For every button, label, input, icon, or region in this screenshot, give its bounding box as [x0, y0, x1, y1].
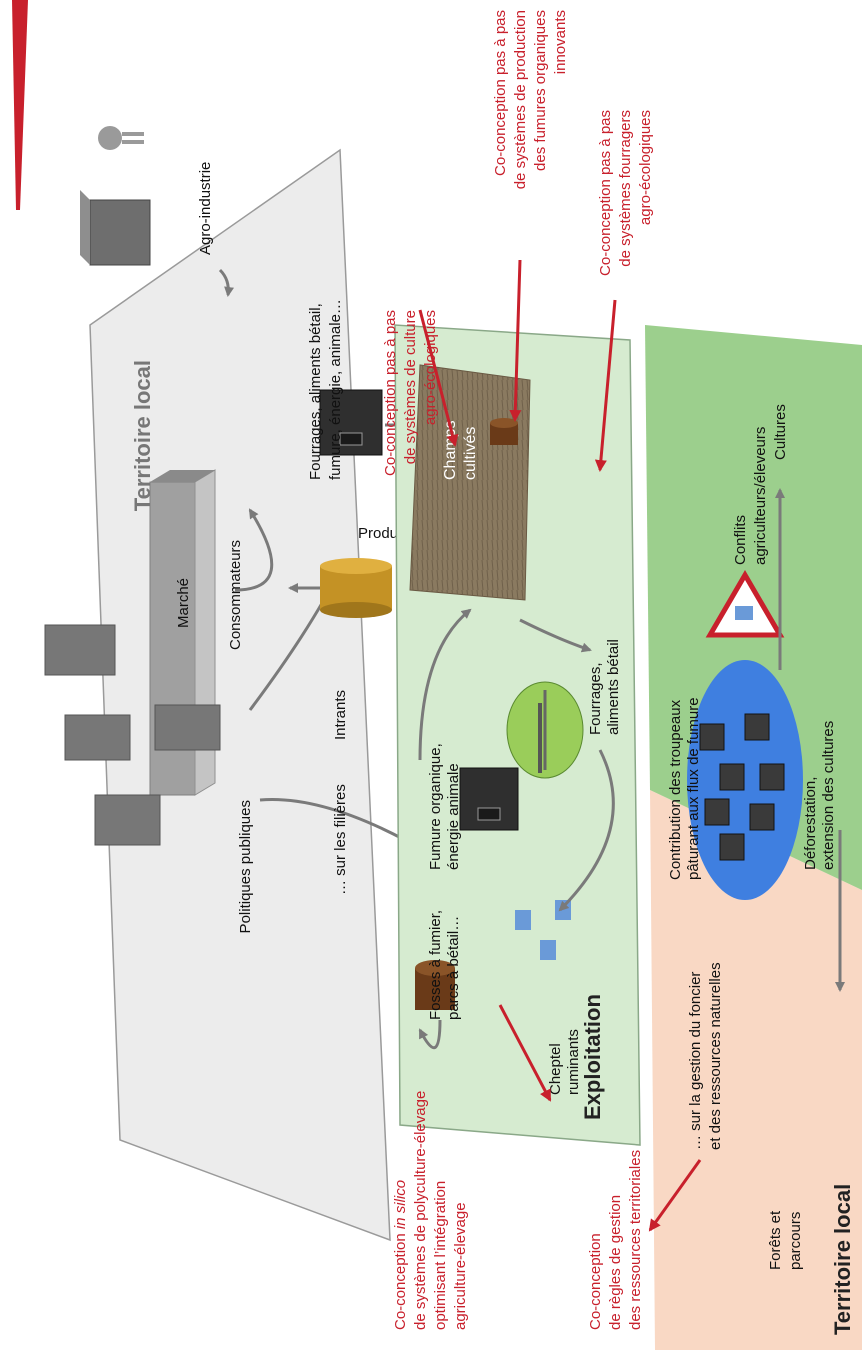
conflits-line1: Conflits: [732, 515, 749, 565]
deforestation-line2: extension des cultures: [820, 721, 837, 870]
coconception-fumures-line1: Co-conception pas à pas: [492, 10, 509, 176]
deforestation-line1: Déforestation,: [802, 777, 819, 870]
coconception-culture-line2: de systèmes de culture: [402, 310, 419, 464]
fumure-line2: énergie animale: [445, 763, 462, 870]
arrow-fosses-loop: [418, 1019, 442, 1050]
coconception-culture-line1: Co-conception pas à pas: [382, 310, 399, 476]
silo-post-2: [122, 132, 144, 136]
forets-line1: Forêts et: [767, 1210, 784, 1270]
coconception-fumures-line3: des fumures organiques: [532, 10, 549, 171]
fumure-box: [459, 767, 519, 831]
arrow-red-fumures: [509, 259, 522, 422]
coconception-regles-line3: des ressources territoriales: [627, 1150, 644, 1330]
marche-block-side: [150, 470, 215, 482]
fourrages-echange-line1: Fourrages, aliments bétail,: [307, 303, 324, 480]
filieres-label: … sur les filières: [332, 784, 349, 895]
arrow-fumure-to-champs: [418, 608, 472, 761]
fumure-line1: Fumure organique,: [427, 743, 444, 870]
consommateur-houses: [44, 624, 221, 846]
agro-industrie-chimney: [12, 0, 28, 210]
conflit-warning-icon: [705, 570, 785, 638]
fourrages-line2: aliments bétail: [605, 639, 622, 735]
coconception-fumures-line4: innovants: [552, 10, 569, 74]
coconception-insilico-line3: optimisant l’intégration: [432, 1181, 449, 1330]
exploitation-title: Exploitation: [580, 994, 605, 1120]
contribution-line2: pâturant aux flux de fumure: [685, 697, 702, 880]
territoire-plane-lower-peach: [650, 790, 862, 1350]
fosses-line2: parcs à bétail…: [445, 916, 462, 1020]
insilico-prefix: Co-conception: [392, 1229, 409, 1330]
fourrages-echange-line2: fumure, énergie, animale…: [327, 299, 344, 480]
coconception-insilico-line2: de systèmes de polyculture-élevage: [412, 1091, 429, 1330]
champs-label-line2: cultivés: [462, 427, 479, 480]
coconception-regles-line1: Co-conception: [587, 1233, 604, 1330]
silo-post: [122, 140, 144, 144]
coconception-insilico-line1: Co-conception in silico: [392, 1180, 409, 1330]
arrow-red-fourragers: [594, 299, 617, 472]
coconception-fourragers-line3: agro-écologiques: [637, 110, 654, 225]
forets-line2: parcours: [787, 1212, 804, 1270]
agro-industrie-building-top: [80, 190, 90, 265]
territoire-lower-title: Territoire local: [830, 1184, 855, 1335]
coconception-insilico-line4: agriculture-élevage: [452, 1202, 469, 1330]
territoire-upper-title: Territoire local: [130, 360, 155, 511]
herd-pond: [687, 660, 803, 900]
agro-industrie-building: [89, 199, 151, 266]
gestion-line1: … sur la gestion du foncier: [687, 972, 704, 1150]
contribution-line1: Contribution des troupeaux: [667, 699, 684, 880]
cheptel-line2: ruminants: [565, 1029, 582, 1095]
cheptel-line1: Cheptel: [547, 1043, 564, 1095]
fourrages-line1: Fourrages,: [587, 662, 604, 735]
tree-icon: [506, 681, 584, 779]
arrow-red-insilico: [498, 1004, 552, 1102]
silo-icon: [98, 126, 122, 150]
exchange-box: [319, 389, 383, 456]
arrow-fourrages-to-cheptel: [558, 749, 615, 912]
territoire-plane-upper: [89, 148, 391, 1242]
coconception-fourragers-line2: de systèmes fourragers: [617, 110, 634, 267]
fumure-barrel: [490, 418, 518, 445]
arrow-champs-to-fourrages: [519, 618, 592, 653]
arrow-red-regles: [648, 1159, 702, 1232]
marche-label: Marché: [175, 578, 192, 628]
gestion-line2: et des ressources naturelles: [707, 962, 724, 1150]
fosse-barrel: [415, 960, 455, 1010]
politiques-publiques-label: Politiques publiques: [237, 800, 254, 933]
arrow-marche-to-consommateurs: [234, 508, 274, 592]
intrants-label: Intrants: [332, 690, 349, 740]
agro-industrie-label: Agro-industrie: [197, 162, 214, 255]
fosses-line1: Fosses à fumier,: [427, 910, 444, 1020]
conflits-line2: agriculteurs/éleveurs: [752, 427, 769, 565]
arrow-red-culture: [418, 309, 459, 447]
produits-barrel: [320, 558, 392, 618]
consommateurs-label: Consommateurs: [227, 540, 244, 650]
cultures-label: Cultures: [772, 404, 789, 460]
coconception-fourragers-line1: Co-conception pas à pas: [597, 110, 614, 276]
coconception-regles-line2: de règles de gestion: [607, 1195, 624, 1330]
insilico-italic: in silico: [392, 1180, 409, 1229]
arrow-agro-to-marche: [218, 268, 235, 297]
coconception-fumures-line2: de systèmes de production: [512, 10, 529, 189]
